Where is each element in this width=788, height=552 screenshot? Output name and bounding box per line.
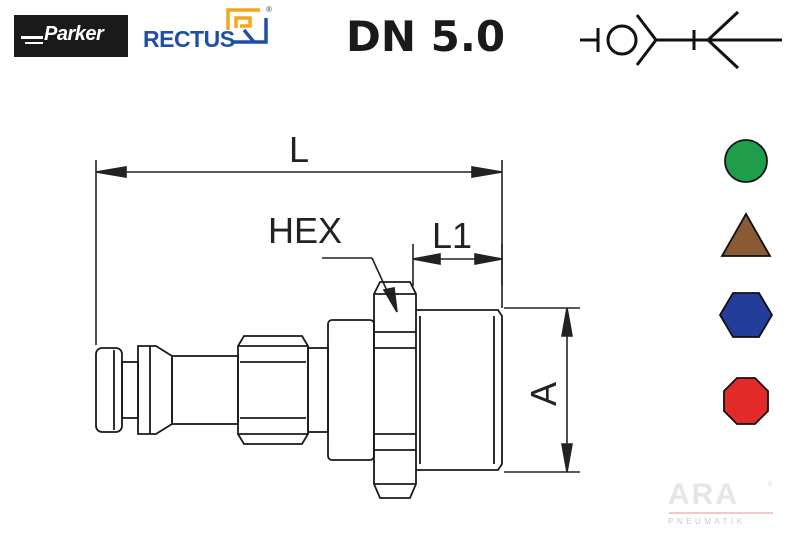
parker-logo-text: Parker bbox=[44, 23, 104, 45]
watermark-registered: ® bbox=[768, 482, 773, 488]
dimension-a bbox=[504, 307, 580, 473]
dimension-a-label: A bbox=[523, 382, 564, 406]
rectus-emblem-icon bbox=[226, 8, 268, 44]
rectus-registered-mark: ® bbox=[266, 5, 272, 14]
parker-logo-dash bbox=[21, 36, 43, 39]
marker-triangle-icon bbox=[720, 212, 772, 257]
marker-octagon-icon bbox=[723, 377, 769, 425]
dimension-l1-label: L1 bbox=[432, 215, 472, 256]
marker-hexagon-icon bbox=[718, 292, 774, 338]
coupling-symbol-icon bbox=[580, 10, 782, 70]
dimension-l1 bbox=[412, 244, 503, 286]
dimension-l-label: L bbox=[289, 129, 309, 170]
page-title: DN 5.0 bbox=[346, 12, 506, 61]
watermark-subtitle: PNEUMATIK bbox=[668, 517, 746, 526]
parker-logo-dash bbox=[25, 42, 43, 44]
parker-logo: Parker bbox=[14, 15, 128, 57]
watermark-brand: ARA bbox=[668, 478, 739, 511]
rectus-logo-text: RECTUS bbox=[143, 26, 235, 52]
hex-leader-line bbox=[322, 257, 398, 313]
watermark-divider bbox=[669, 512, 773, 514]
hex-label: HEX bbox=[268, 210, 342, 251]
fitting-outline bbox=[95, 281, 503, 499]
marker-circle-icon bbox=[724, 139, 768, 183]
